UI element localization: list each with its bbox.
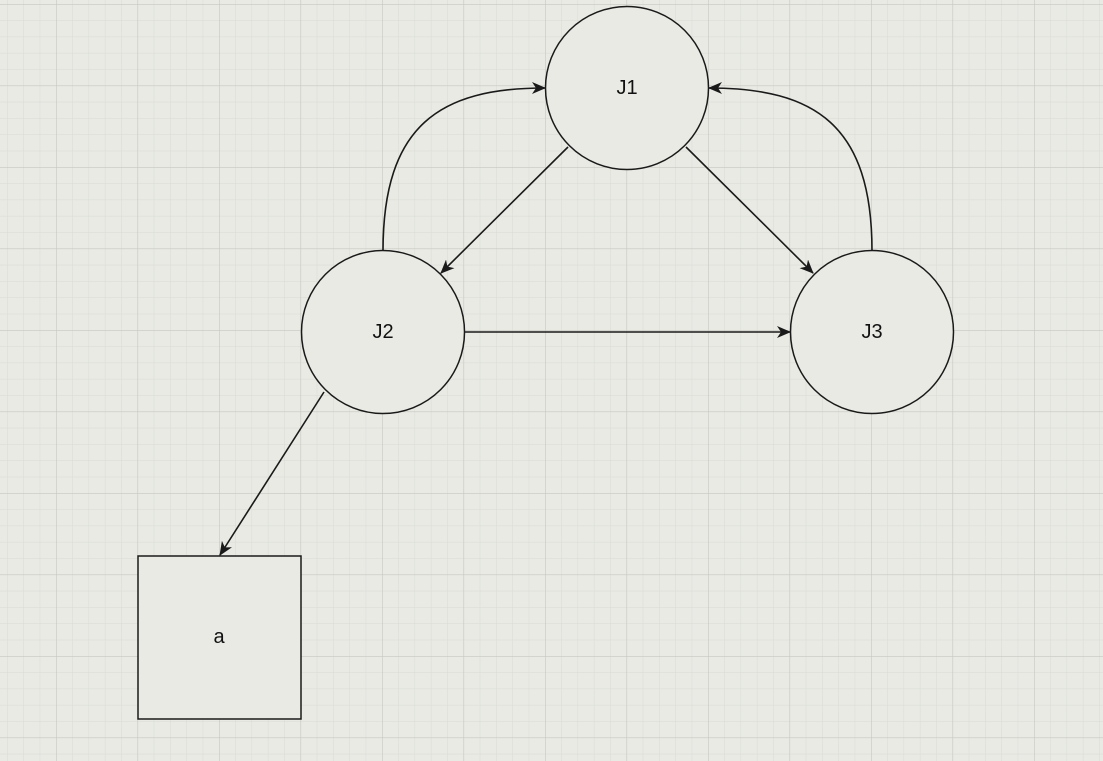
node-j1[interactable]: J1: [544, 5, 710, 171]
edge-j2-to-a[interactable]: [219, 391, 325, 556]
node-j3-label: J3: [861, 321, 882, 343]
node-a[interactable]: a: [137, 555, 302, 720]
node-j3[interactable]: J3: [789, 249, 955, 415]
edge-j3-to-j1[interactable]: [708, 82, 873, 252]
edge-j2-to-j1[interactable]: [382, 82, 546, 252]
node-j2[interactable]: J2: [300, 249, 466, 415]
node-j3-circle: [789, 249, 955, 415]
edges: [219, 82, 873, 556]
node-a-label: a: [213, 626, 225, 648]
node-j2-label: J2: [372, 321, 393, 343]
node-j1-label: J1: [616, 77, 637, 99]
node-j2-circle: [300, 249, 466, 415]
edge-j1-to-j2[interactable]: [440, 146, 569, 274]
node-a-square: [137, 555, 302, 720]
node-j1-circle: [544, 5, 710, 171]
edge-j1-to-j3[interactable]: [685, 146, 814, 274]
